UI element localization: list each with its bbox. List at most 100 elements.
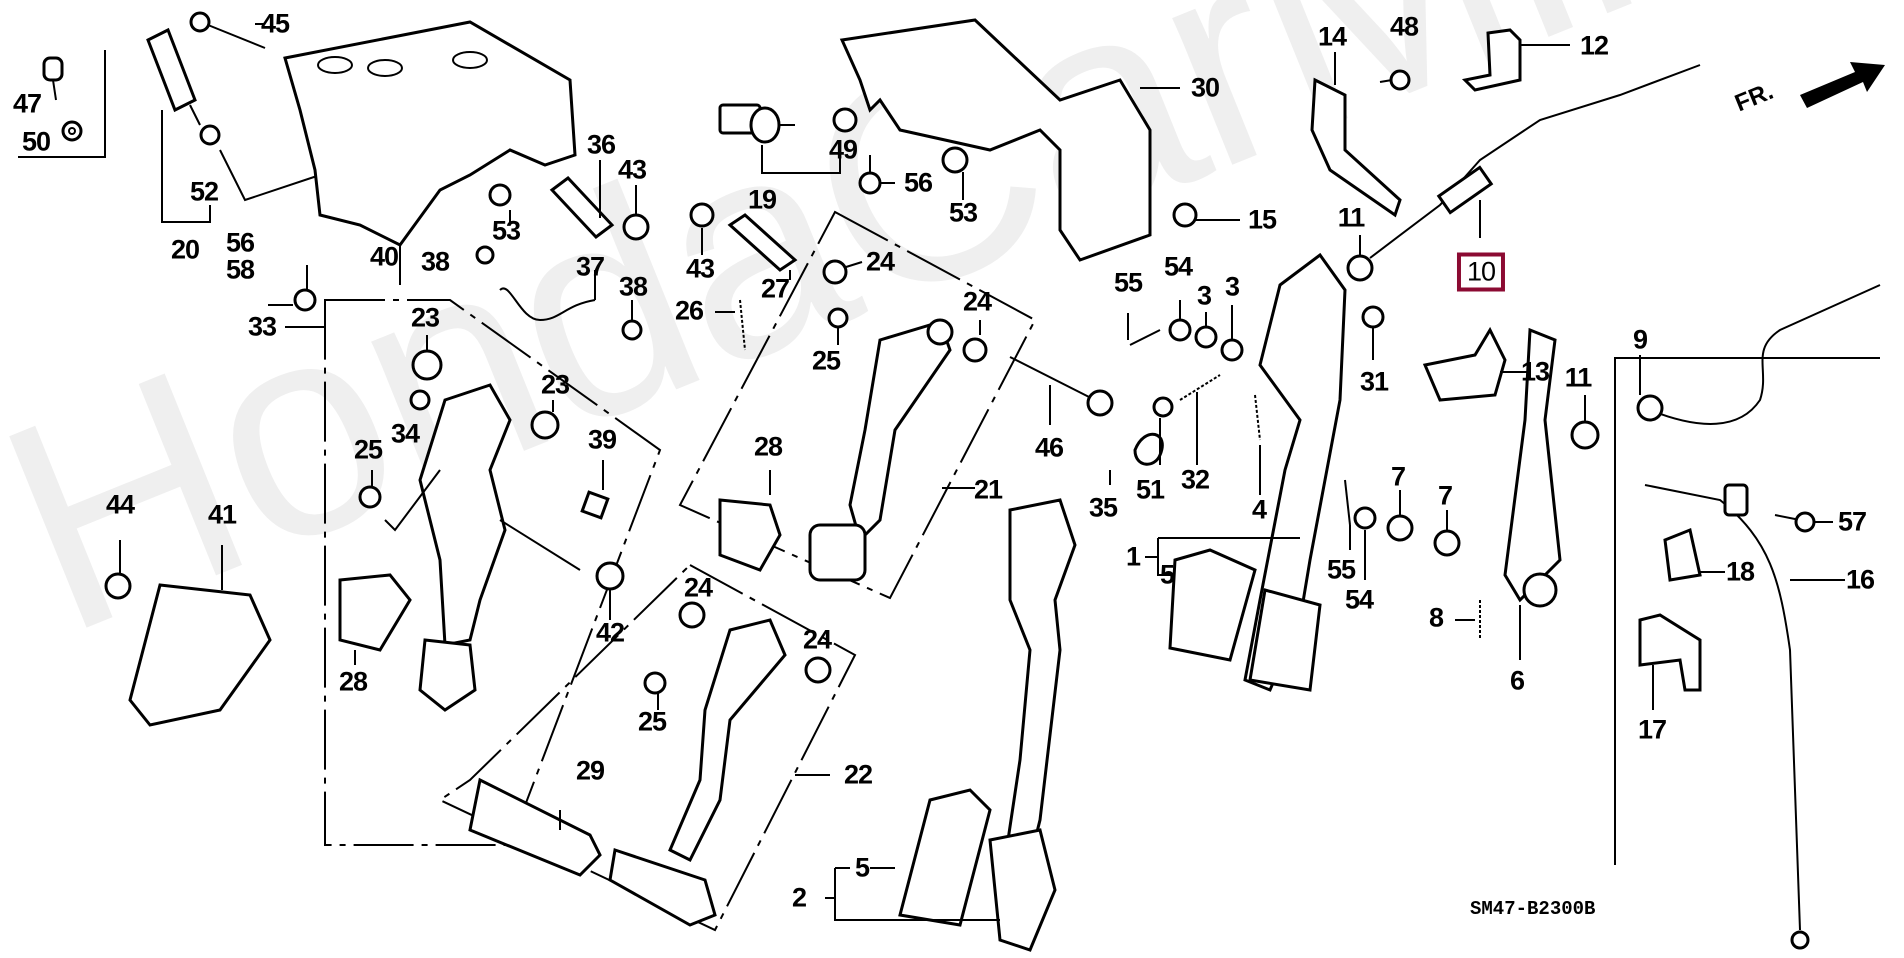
part-label-53[interactable]: 53: [948, 197, 978, 228]
bolt-46-icon: [1009, 356, 1114, 425]
part-label-25[interactable]: 25: [353, 434, 383, 465]
part-label-25[interactable]: 25: [637, 706, 667, 737]
part-label-19[interactable]: 19: [747, 184, 777, 215]
part-label-43[interactable]: 43: [617, 154, 647, 185]
nut-51-icon: [1152, 396, 1174, 465]
part-label-34[interactable]: 34: [390, 418, 420, 449]
bracket-30-icon: [839, 18, 1180, 262]
part-label-12[interactable]: 12: [1579, 30, 1609, 61]
bracket-17-icon: [1638, 613, 1702, 710]
part-label-2[interactable]: 2: [791, 882, 807, 913]
part-label-55[interactable]: 55: [1326, 554, 1356, 585]
bushing-34-icon: [409, 389, 431, 411]
part-label-17[interactable]: 17: [1637, 714, 1667, 745]
part-label-39[interactable]: 39: [587, 424, 617, 455]
part-label-15[interactable]: 15: [1247, 204, 1277, 235]
front-arrow-icon: [1800, 62, 1885, 108]
part-label-27[interactable]: 27: [760, 273, 790, 304]
part-label-9[interactable]: 9: [1632, 324, 1648, 355]
part-label-24[interactable]: 24: [802, 624, 832, 655]
part-label-45[interactable]: 45: [260, 8, 290, 39]
part-label-48[interactable]: 48: [1389, 11, 1419, 42]
part-label-49[interactable]: 49: [828, 134, 858, 165]
part-label-36[interactable]: 36: [586, 129, 616, 160]
part-label-41[interactable]: 41: [207, 499, 237, 530]
pad-28b-icon: [338, 573, 412, 665]
part-label-28[interactable]: 28: [338, 666, 368, 697]
part-label-13[interactable]: 13: [1520, 356, 1550, 387]
part-label-22[interactable]: 22: [843, 759, 873, 790]
part-label-32[interactable]: 32: [1180, 464, 1210, 495]
part-label-58[interactable]: 58: [225, 254, 255, 285]
part-label-54[interactable]: 54: [1344, 584, 1374, 615]
inset-bracket-16-18: [1614, 357, 1880, 865]
part-label-44[interactable]: 44: [105, 489, 135, 520]
part-label-23[interactable]: 23: [410, 302, 440, 333]
pad-5b-icon: [898, 788, 992, 927]
part-label-42[interactable]: 42: [595, 617, 625, 648]
pin-36-icon: [549, 160, 615, 240]
part-label-7[interactable]: 7: [1390, 461, 1406, 492]
part-label-47[interactable]: 47: [12, 88, 42, 119]
part-label-11[interactable]: 11: [1337, 202, 1366, 233]
bracket-13-icon: [1422, 326, 1530, 402]
part-label-4[interactable]: 4: [1251, 494, 1267, 525]
part-label-16[interactable]: 16: [1845, 564, 1875, 595]
part-label-25[interactable]: 25: [811, 345, 841, 376]
part-label-51[interactable]: 51: [1135, 474, 1165, 505]
part-label-53[interactable]: 53: [491, 215, 521, 246]
part-label-5[interactable]: 5: [854, 852, 870, 883]
part-label-3[interactable]: 3: [1196, 280, 1212, 311]
part-label-54[interactable]: 54: [1163, 251, 1193, 282]
part-label-35[interactable]: 35: [1088, 492, 1118, 523]
pedal-22-icon: [608, 618, 787, 927]
part-label-28[interactable]: 28: [753, 431, 783, 462]
front-direction-marker: FR.: [1731, 60, 1904, 120]
pin-25b-icon: [358, 469, 441, 532]
part-label-50[interactable]: 50: [21, 126, 51, 157]
part-label-14[interactable]: 14: [1317, 21, 1347, 52]
spring-26-icon: [715, 299, 746, 351]
part-label-56[interactable]: 56: [903, 167, 933, 198]
part-label-38[interactable]: 38: [618, 271, 648, 302]
part-label-24[interactable]: 24: [962, 286, 992, 317]
part-label-40[interactable]: 40: [369, 241, 399, 272]
part-label-30[interactable]: 30: [1190, 72, 1220, 103]
part-label-6[interactable]: 6: [1509, 665, 1525, 696]
part-label-24[interactable]: 24: [683, 572, 713, 603]
part-label-29[interactable]: 29: [575, 755, 605, 786]
part-label-8[interactable]: 8: [1428, 602, 1444, 633]
part-label-3[interactable]: 3: [1224, 271, 1240, 302]
part-label-20[interactable]: 20: [170, 234, 200, 265]
bushing-31-icon: [1361, 305, 1385, 360]
part-label-56[interactable]: 56: [225, 227, 255, 258]
bushing-7a-icon: [1386, 490, 1414, 542]
part-label-11[interactable]: 11: [1564, 362, 1593, 393]
part-label-7[interactable]: 7: [1437, 480, 1453, 511]
group-box-33: [324, 299, 662, 846]
leader-20: [161, 110, 211, 223]
part-label-24[interactable]: 24: [865, 246, 895, 277]
part-label-43[interactable]: 43: [685, 253, 715, 284]
part-label-33[interactable]: 33: [247, 311, 277, 342]
diagram-code: SM47-B2300B: [1470, 898, 1596, 920]
part-label-5[interactable]: 5: [1159, 559, 1175, 590]
bushing-24c-icon: [678, 601, 706, 629]
part-label-37[interactable]: 37: [575, 251, 605, 282]
nut-50-icon: [61, 120, 83, 142]
part-label-31[interactable]: 31: [1359, 366, 1389, 397]
part-label-26[interactable]: 26: [674, 295, 704, 326]
part-label-10[interactable]: 10: [1456, 252, 1506, 292]
part-label-57[interactable]: 57: [1837, 506, 1867, 537]
part-label-23[interactable]: 23: [540, 369, 570, 400]
part-label-46[interactable]: 46: [1034, 432, 1064, 463]
part-label-38[interactable]: 38: [420, 246, 450, 277]
part-label-55[interactable]: 55: [1113, 267, 1143, 298]
part-label-52[interactable]: 52: [189, 176, 219, 207]
part-label-1[interactable]: 1: [1125, 541, 1141, 572]
spring-37-icon: [499, 270, 596, 322]
part-label-18[interactable]: 18: [1725, 556, 1755, 587]
pedal-2-icon: [988, 498, 1077, 952]
group-box-21: [678, 210, 1037, 600]
part-label-21[interactable]: 21: [973, 474, 1003, 505]
